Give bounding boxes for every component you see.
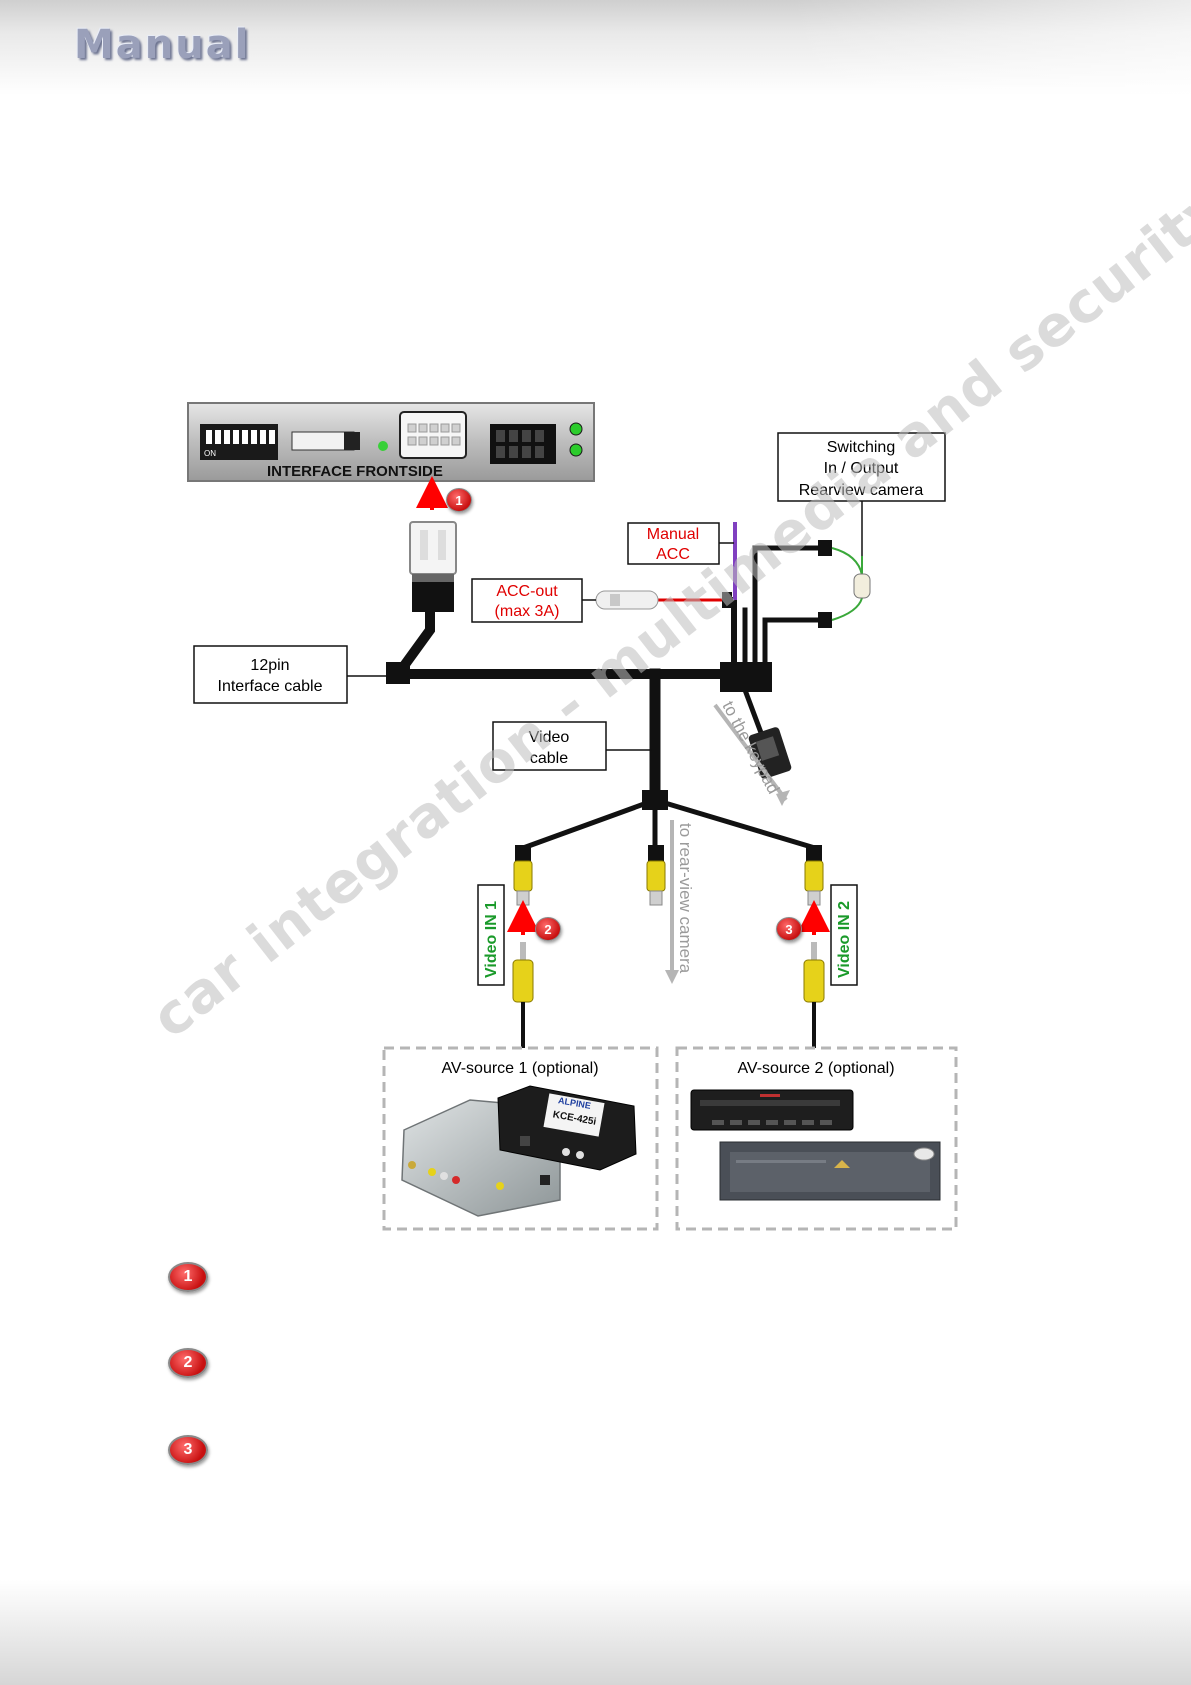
pin-line2: Interface cable — [218, 678, 323, 695]
dip-switch-label: ON — [204, 449, 216, 458]
video-in-1-label: Video IN 1 — [483, 901, 500, 978]
interface-frontside-label: INTERFACE FRONTSIDE — [267, 463, 443, 480]
keypad-direction-arrow — [713, 703, 788, 802]
switching-line1: Switching — [827, 439, 895, 456]
to-rear-camera-label: to rear-view camera — [676, 823, 695, 974]
acc-out-fuse — [595, 590, 732, 610]
harness-joint-right — [720, 662, 772, 692]
footer-band — [0, 1580, 1191, 1685]
legend-marker-1-icon: 1 — [168, 1262, 208, 1292]
pin-line1: 12pin — [250, 657, 289, 674]
interface-unit: ON INTERFACE FRONTSIDE — [187, 402, 595, 482]
manual-line2: ACC — [656, 546, 690, 563]
video-line2: cable — [530, 750, 568, 767]
video-in-2-label: Video IN 2 — [836, 901, 853, 978]
av-source-1-label: AV-source 1 (optional) — [441, 1060, 598, 1077]
camera-switch-wire — [818, 498, 871, 628]
brand-title: Manual — [74, 22, 251, 68]
video-line1: Video — [529, 729, 570, 746]
video-splitter-joint — [642, 790, 668, 810]
av-source-1-panel: AV-source 1 (optional) ALPINE KCE-425i — [382, 1046, 659, 1231]
rca-female-2 — [804, 845, 824, 906]
av-source-2-panel: AV-source 2 (optional) — [675, 1046, 958, 1231]
switching-io-box: Switching In / Output Rearview camera — [777, 432, 946, 502]
switching-line2: In / Output — [824, 460, 899, 477]
rca-female-center — [646, 845, 666, 906]
rca-female-1 — [513, 845, 533, 906]
legend-marker-2-icon: 2 — [168, 1348, 208, 1378]
video-in-1-box: Video IN 1 — [477, 884, 505, 986]
marker-3-icon: 3 — [776, 917, 802, 941]
rca-male-1 — [512, 942, 534, 1048]
harness-joint-left — [386, 662, 410, 684]
12pin-cable-box: 12pin Interface cable — [193, 645, 388, 704]
marker-2-icon: 2 — [535, 917, 561, 941]
12pin-socket — [399, 411, 467, 459]
video-cable-box: Video cable — [492, 721, 652, 771]
acc-out-box: ACC-out (max 3A) — [471, 578, 596, 623]
status-led — [378, 441, 388, 451]
acc-out-line2: (max 3A) — [495, 603, 560, 620]
manual-acc-box: Manual ACC — [627, 522, 734, 565]
manual-line1: Manual — [647, 526, 699, 543]
acc-out-line1: ACC-out — [496, 583, 558, 600]
av-source-2-label: AV-source 2 (optional) — [737, 1060, 894, 1077]
marker-1-icon: 1 — [446, 488, 472, 512]
12pin-plug — [409, 521, 457, 612]
rca-male-2 — [803, 942, 825, 1048]
header-band — [0, 0, 1191, 95]
legend-marker-3-icon: 3 — [168, 1435, 208, 1465]
video-in-2-box: Video IN 2 — [830, 884, 858, 986]
switching-line3: Rearview camera — [799, 482, 924, 499]
